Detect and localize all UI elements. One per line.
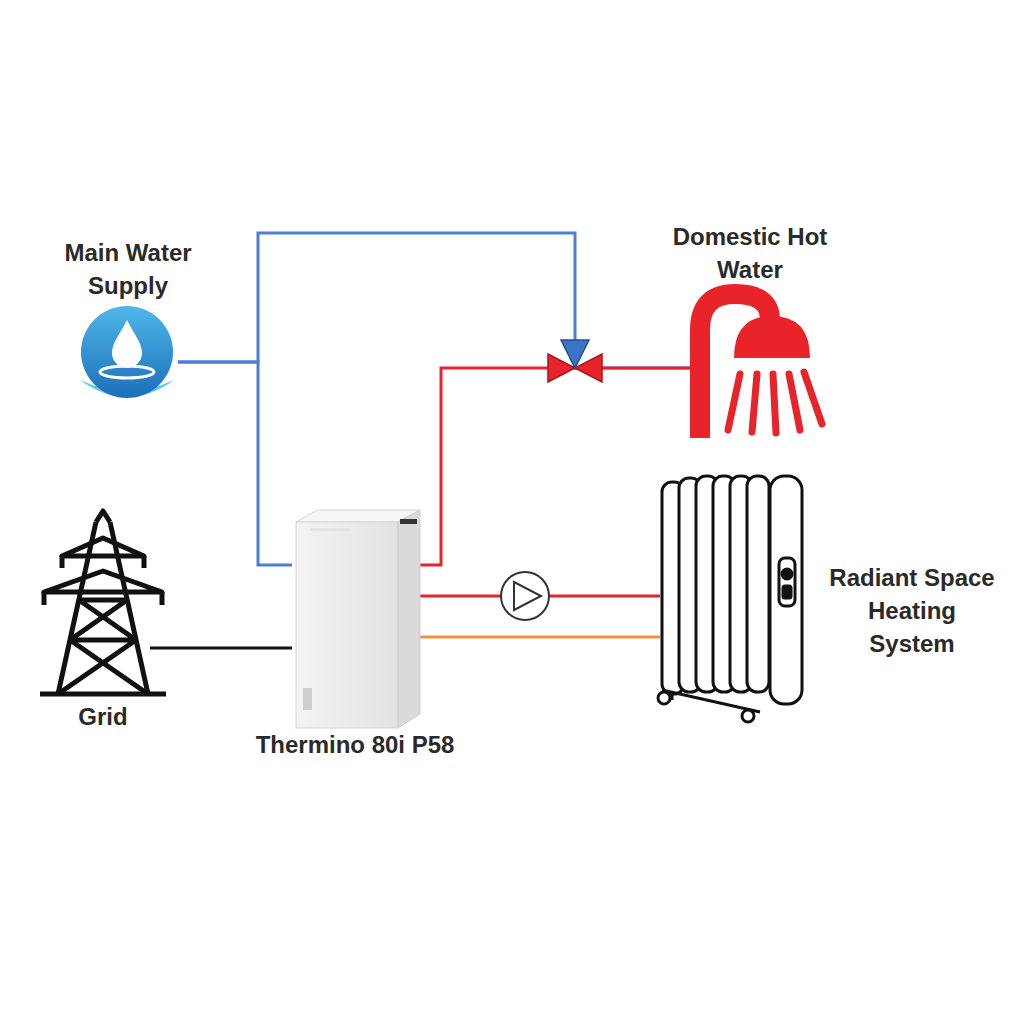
shower-spray <box>728 372 822 433</box>
spray-line <box>752 374 757 432</box>
water-icon <box>80 306 174 398</box>
pylon-legs <box>58 522 148 694</box>
shower-pipe <box>700 294 770 438</box>
node-label: Radiant Space Heating System <box>826 561 998 660</box>
valve-port <box>561 340 589 368</box>
node-label: Thermino 80i P58 <box>225 728 485 761</box>
radiator-wheel <box>742 710 754 722</box>
water-drop <box>112 320 142 368</box>
spray-line <box>789 374 800 430</box>
spray-line <box>728 374 740 430</box>
pylon-icon <box>40 511 166 694</box>
radiator-node: Radiant Space Heating System <box>660 470 805 722</box>
power-cable <box>150 647 292 650</box>
pump-circle <box>501 572 549 620</box>
unit-front <box>296 522 398 728</box>
hot-water-pipe <box>420 368 690 565</box>
pump-triangle <box>514 582 541 610</box>
unit-side <box>398 510 420 728</box>
spray-line <box>773 374 776 433</box>
cold-water-pipe <box>178 233 690 368</box>
shower-head <box>734 316 810 358</box>
spray-line <box>804 372 822 424</box>
heat-pump-node: Thermino 80i P58 <box>292 508 420 728</box>
pylon-peak <box>96 511 110 522</box>
pylon-ground <box>40 692 166 697</box>
radiator-icon <box>658 476 802 722</box>
pylon-bracing <box>58 600 148 694</box>
pylon-arm <box>44 571 162 592</box>
water-circle <box>81 306 173 398</box>
mixing-valve <box>548 340 602 382</box>
unit-vent <box>303 688 312 710</box>
radiator-end-panel <box>770 476 802 704</box>
cold-water-pipe <box>178 362 292 565</box>
unit-display <box>400 519 417 524</box>
node-label: Domestic Hot Water <box>665 220 835 286</box>
grid-node: Grid <box>40 512 170 700</box>
radiator-base <box>662 690 760 712</box>
water-supply-node: Main Water Supply <box>78 305 178 410</box>
unit-trim <box>310 528 350 531</box>
heating-return-pipe <box>420 636 660 639</box>
shower-icon <box>700 294 822 438</box>
node-label: Main Water Supply <box>43 236 213 302</box>
radiator-wheel <box>658 692 670 704</box>
radiator-control <box>779 558 795 606</box>
radiator-fin <box>747 476 769 692</box>
node-label: Grid <box>18 700 188 733</box>
hot-water-node: Domestic Hot Water <box>690 290 830 440</box>
radiator-switch <box>783 586 791 598</box>
pump-symbol <box>501 572 549 620</box>
radiator-knob <box>782 569 792 579</box>
pylon-arm <box>62 538 144 556</box>
heat-pump-unit <box>296 510 420 728</box>
